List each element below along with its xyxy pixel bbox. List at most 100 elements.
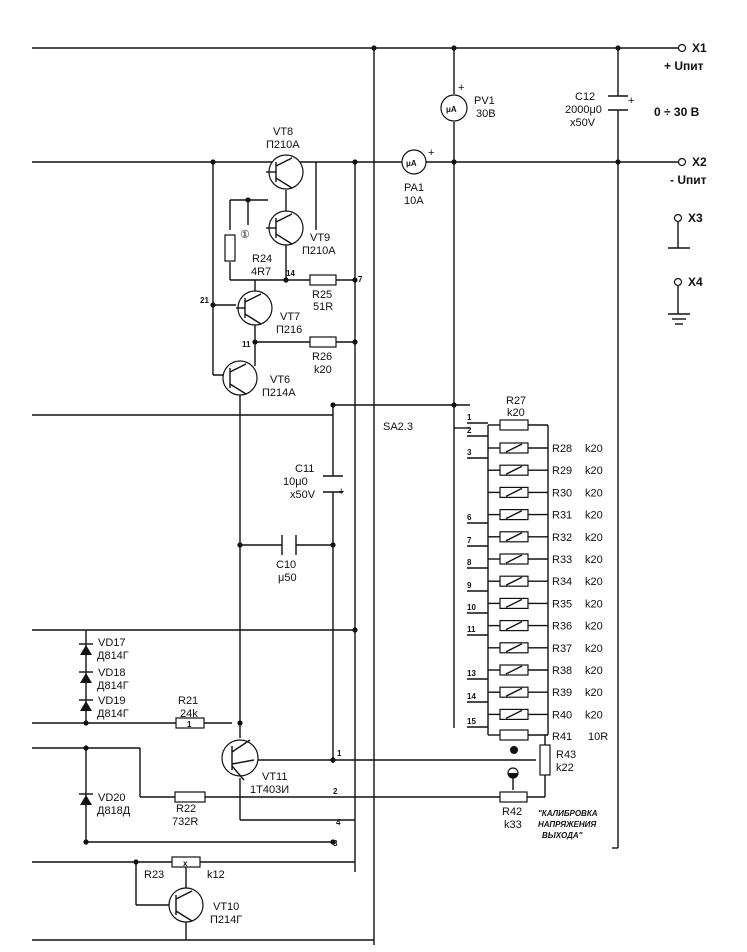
svg-text:Д814Г: Д814Г xyxy=(97,650,129,662)
svg-text:PV1: PV1 xyxy=(474,95,495,107)
switch-position: 13 xyxy=(467,669,476,678)
svg-text:51R: 51R xyxy=(313,301,333,313)
svg-text:R25: R25 xyxy=(312,289,332,301)
resistor-r22: R22 732R xyxy=(172,791,206,828)
divider-resistor: R36 k20 xyxy=(488,619,603,633)
svg-text:R42: R42 xyxy=(502,806,522,818)
svg-text:ВЫХОДА": ВЫХОДА" xyxy=(542,831,583,840)
svg-text:VT10: VT10 xyxy=(213,901,239,913)
divider-ref: R31 xyxy=(552,510,572,522)
wires xyxy=(32,47,690,945)
svg-text:R23: R23 xyxy=(144,869,164,881)
divider-value: k20 xyxy=(585,465,603,477)
divider-value: k20 xyxy=(585,687,603,699)
divider-value: k20 xyxy=(585,643,603,655)
svg-text:24k: 24k xyxy=(180,708,198,720)
svg-text:X2: X2 xyxy=(692,155,707,169)
pin-11: 11 xyxy=(242,340,251,349)
terminal-x1: X1 + Uпит xyxy=(664,41,707,73)
svg-text:1: 1 xyxy=(187,720,192,729)
pin-4: 4 xyxy=(336,818,341,827)
svg-text:10А: 10А xyxy=(404,195,424,207)
potentiometer-r43: R43 k22 xyxy=(539,744,576,776)
potentiometer-r42: R42 k33 xyxy=(499,791,528,831)
divider-ref: R36 xyxy=(552,621,572,633)
switch-label: SA2.3 xyxy=(383,421,413,433)
svg-text:+: + xyxy=(428,147,434,159)
resistor-r24: ① R24 4R7 xyxy=(224,229,272,278)
resistor-r21: 1 R21 24k xyxy=(175,695,205,729)
divider-value: k20 xyxy=(585,621,603,633)
divider-value: k20 xyxy=(585,665,603,677)
svg-text:x50V: x50V xyxy=(570,117,596,129)
svg-text:VT6: VT6 xyxy=(270,374,290,386)
svg-text:X4: X4 xyxy=(688,275,703,289)
switch-position: 7 xyxy=(467,536,472,545)
switch-position: 9 xyxy=(467,581,472,590)
svg-text:k20: k20 xyxy=(314,364,332,376)
svg-text:①: ① xyxy=(240,229,250,241)
divider-resistor: R32 k20 xyxy=(488,531,603,544)
divider-ref: R34 xyxy=(552,576,572,588)
transistor-vt6: VT6 П214А xyxy=(222,360,296,399)
svg-text:k12: k12 xyxy=(207,869,225,881)
divider-value: k20 xyxy=(585,554,603,566)
switch-position: 3 xyxy=(467,448,472,457)
svg-text:П210А: П210А xyxy=(266,139,300,151)
svg-text:μ50: μ50 xyxy=(278,572,297,584)
divider-ref: R32 xyxy=(552,532,572,544)
pin-3: 3 xyxy=(333,839,338,848)
svg-text:R27: R27 xyxy=(506,395,526,407)
svg-text:+: + xyxy=(338,486,344,498)
divider-value: k20 xyxy=(585,598,603,610)
switch-position: 10 xyxy=(467,603,476,612)
svg-text:Д818Д: Д818Д xyxy=(97,805,131,817)
svg-text:VD19: VD19 xyxy=(98,695,126,707)
svg-text:VT9: VT9 xyxy=(310,232,330,244)
svg-text:4R7: 4R7 xyxy=(251,266,271,278)
svg-text:x50V: x50V xyxy=(290,489,316,501)
divider-resistor: R34 k20 xyxy=(488,575,603,588)
zener-vd19: VD19 Д814Г xyxy=(79,695,129,720)
divider-value: k20 xyxy=(585,709,603,721)
transistor-vt11: VT11 1Т403И xyxy=(221,739,289,796)
resistor-r41: R41 10R xyxy=(488,729,608,743)
svg-text:- Uпит: - Uпит xyxy=(670,173,707,187)
transistor-vt9: VT9 П210А xyxy=(266,210,336,257)
voltage-range: 0 ÷ 30 В xyxy=(654,105,700,119)
svg-text:R41: R41 xyxy=(552,731,572,743)
transistor-vt10: VT10 П214Г xyxy=(168,887,242,926)
divider-value: k20 xyxy=(585,487,603,499)
svg-text:C10: C10 xyxy=(276,559,296,571)
divider-value: k20 xyxy=(585,576,603,588)
svg-text:C12: C12 xyxy=(575,91,595,103)
svg-text:VD18: VD18 xyxy=(98,667,126,679)
svg-text:VT8: VT8 xyxy=(273,126,293,138)
divider-value: k20 xyxy=(585,532,603,544)
svg-text:PA1: PA1 xyxy=(404,182,424,194)
transistor-vt8: VT8 П210А xyxy=(266,126,304,190)
svg-text:VT7: VT7 xyxy=(280,311,300,323)
capacitor-c10: C10 μ50 xyxy=(276,535,297,584)
svg-text:R26: R26 xyxy=(312,351,332,363)
svg-text:732R: 732R xyxy=(172,816,198,828)
svg-text:VD17: VD17 xyxy=(98,637,126,649)
svg-text:П214А: П214А xyxy=(262,387,296,399)
divider-resistor: R30 k20 xyxy=(488,486,603,499)
zener-vd17: VD17 Д814Г xyxy=(79,637,129,662)
capacitor-c12: + C12 2000μ0 x50V xyxy=(565,91,634,129)
svg-text:+: + xyxy=(628,95,634,107)
resistor-r25: R25 51R xyxy=(309,274,337,313)
divider-ref: R30 xyxy=(552,487,572,499)
resistor-r27: R27 k20 xyxy=(488,395,548,431)
svg-text:П214Г: П214Г xyxy=(210,914,242,926)
